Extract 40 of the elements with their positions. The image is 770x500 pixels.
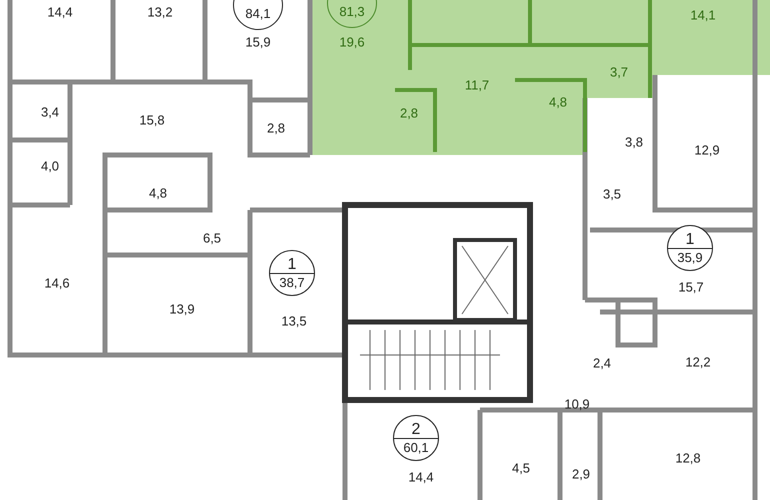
apartment-area: 81,3	[339, 3, 365, 20]
room-area: 19,6	[339, 34, 365, 50]
room-area: 2,4	[592, 356, 612, 370]
room-area: 14,4	[47, 4, 73, 20]
room-area: 2,8	[400, 106, 418, 120]
apartment-badge	[667, 225, 713, 271]
apartment-rooms: 2	[412, 420, 420, 438]
apartment-badge	[393, 415, 439, 461]
apartment-area: 38,7	[279, 274, 305, 290]
room-area: 2,9	[572, 466, 590, 482]
apartment-area: 60,1	[403, 438, 429, 456]
room-area: 15,8	[139, 112, 165, 128]
room-area: 13,2	[147, 4, 173, 20]
room-area: 10,9	[564, 396, 590, 412]
apartment-rooms: 1	[288, 256, 296, 272]
apartment-area: 35,9	[677, 248, 703, 266]
room-area: 3,7	[610, 64, 628, 80]
room-area: 13,9	[169, 302, 195, 316]
apartment-badge	[269, 250, 315, 296]
room-area: 12,9	[694, 142, 720, 158]
apartment-rooms: 1	[686, 230, 694, 248]
room-area: 15,7	[678, 280, 704, 294]
room-area: 4,8	[548, 94, 568, 110]
room-area: 6,5	[202, 230, 222, 246]
room-area: 4,0	[40, 158, 60, 174]
room-area: 13,5	[281, 314, 307, 328]
room-area: 4,8	[148, 186, 168, 200]
room-area: 14,6	[44, 276, 70, 290]
room-area: 2,8	[266, 120, 286, 136]
room-area: 14,1	[690, 8, 716, 22]
room-area: 12,2	[685, 354, 711, 370]
room-area: 4,5	[512, 460, 530, 476]
room-area: 14,4	[408, 470, 434, 484]
room-area: 12,8	[675, 450, 701, 466]
room-area: 3,5	[602, 186, 622, 202]
room-area: 11,7	[464, 78, 490, 92]
room-area: 15,9	[245, 34, 271, 50]
room-area: 3,4	[40, 104, 60, 120]
room-area: 3,8	[624, 134, 644, 150]
apartment-area: 84,1	[245, 5, 271, 22]
